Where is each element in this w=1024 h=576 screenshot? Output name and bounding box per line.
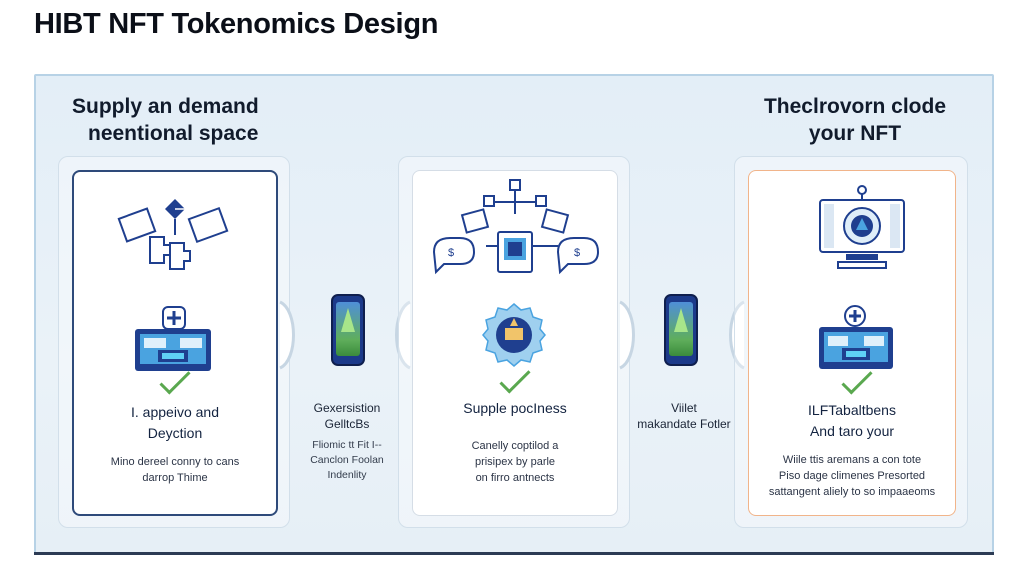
card-2-title: Supple pocIness: [412, 398, 618, 419]
connector-2-label: Viilet makandate Fotler: [626, 400, 742, 432]
card-2-sub-line2: prisipex by parle: [474, 456, 556, 468]
connector-1-label: Gexersistion GelltcBs: [296, 400, 398, 432]
card-3-title: ILFTabaltbens And taro your: [748, 400, 956, 442]
right-heading-line2: your NFT: [808, 122, 902, 145]
connector-1-sub-line2: Canclon Foolan: [310, 454, 384, 466]
card-3-sub-line3: sattangent aliely to so impaaeoms: [768, 486, 936, 498]
panel-bottom-border: [34, 552, 994, 555]
page-title: HIBT NFT Tokenomics Design: [34, 8, 439, 40]
connector-1-sub-line1: Fliomic tt Fit I--: [312, 439, 382, 451]
connector-1-label-line2: GelltcBs: [324, 417, 370, 431]
svg-text:$: $: [448, 247, 454, 259]
left-heading-line1: Supply an demand: [72, 95, 259, 118]
card-2-sub-line1: Canelly coptilod a: [471, 440, 559, 452]
token-network-icon: $ $: [432, 179, 600, 275]
card-3-sub-line2: Piso dage climenes Presorted: [778, 470, 926, 482]
phone-icon: [331, 294, 365, 366]
card-2-subtitle: Canelly coptilod a prisipex by parle on …: [412, 438, 618, 486]
connector-2-label-line1: Viilet: [671, 401, 697, 415]
left-heading: Supply an demand neentional space: [72, 93, 259, 147]
nft-badge-icon: [482, 303, 546, 367]
monitor-shield-icon: [819, 185, 905, 269]
connector-bracket-icon: [729, 300, 745, 370]
connector-1-label-line1: Gexersistion: [313, 401, 381, 415]
card-3-sub-line1: Wiile ttis aremans a con tote: [782, 454, 922, 466]
card-1-title: I. appeivo and Deyction: [72, 402, 278, 444]
card-1-sub-line1: Mino dereel conny to cans: [110, 456, 240, 468]
card-1-title-line1: I. appeivo and: [131, 404, 219, 420]
phone-icon: [664, 294, 698, 366]
connector-2-label-line2: makandate Fotler: [637, 417, 731, 431]
connector-bracket-icon: [279, 300, 295, 370]
card-3-title-line1: ILFTabaltbens: [808, 402, 896, 418]
connector-bracket-icon: [619, 300, 635, 370]
card-1-subtitle: Mino dereel conny to cans darrop Thime: [72, 454, 278, 486]
right-heading: Theclrovorn clode your NFT: [750, 93, 960, 147]
card-2-sub-line3: on firro antnects: [475, 472, 555, 484]
marketplace-device-icon: [135, 329, 211, 371]
svg-text:$: $: [574, 247, 580, 259]
marketplace-device-icon: [819, 327, 893, 369]
card-3-title-line2: And taro your: [809, 423, 895, 439]
left-heading-line2: neentional space: [88, 122, 259, 145]
puzzle-network-icon: [117, 199, 229, 270]
plus-badge-icon: [844, 305, 866, 327]
card-1-title-line2: Deyction: [147, 425, 203, 441]
card-2-title-line1: Supple pocIness: [463, 400, 567, 416]
connector-1-sub-line3: Indenlity: [327, 469, 367, 481]
right-heading-line1: Theclrovorn clode: [763, 95, 947, 118]
connector-1-sub: Fliomic tt Fit I-- Canclon Foolan Indenl…: [292, 438, 402, 483]
connector-bracket-icon: [395, 300, 411, 370]
plus-badge-icon: [162, 306, 186, 330]
card-1-sub-line2: darrop Thime: [142, 472, 208, 484]
card-3-subtitle: Wiile ttis aremans a con tote Piso dage …: [748, 452, 956, 500]
